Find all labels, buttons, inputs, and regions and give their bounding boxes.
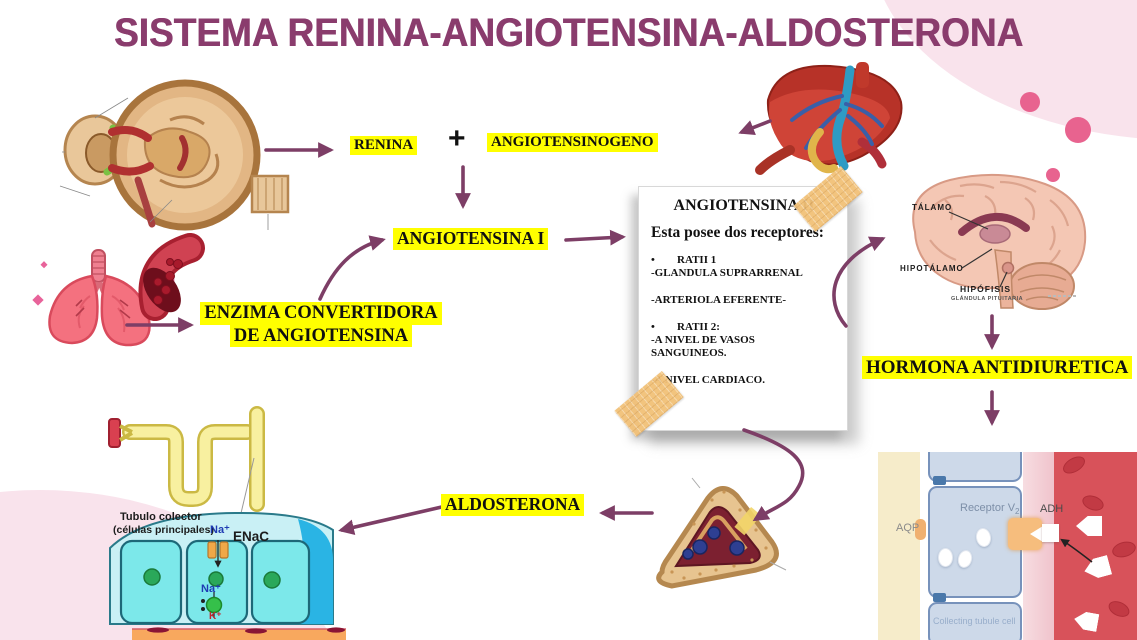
note-item: -GLANDULA SUPRARRENAL (651, 267, 803, 279)
enzima-line1: ENZIMA CONVERTIDORA (200, 302, 442, 325)
adrenal-gland-illustration (656, 477, 787, 589)
v2-receptor-shape (1008, 518, 1043, 550)
aqp-channel (915, 519, 926, 540)
receptor-v2-sub: 2 (1015, 507, 1020, 517)
red-blood-cell (1080, 492, 1106, 514)
red-blood-cell (1106, 598, 1132, 620)
collecting-cell-bottom (928, 602, 1022, 640)
note-subtitle: Esta posee dos receptores: (651, 224, 824, 241)
hormona-antidiuretica-label: HORMONA ANTIDIURETICA (862, 356, 1133, 380)
pink-dot-small (1020, 92, 1040, 112)
enac-label: ENaC (233, 529, 270, 544)
angiotensina-i-label: ANGIOTENSINA I (393, 228, 549, 250)
note-item: -A NIVEL CARDIACO. (651, 374, 765, 386)
lungs-illustration (32, 249, 175, 347)
k-label: K⁺ (209, 611, 222, 622)
plus-sign: + (448, 122, 466, 155)
aldosterona-label: ALDOSTERONA (441, 494, 585, 516)
arrow-aldosterona-to-tubule (338, 504, 448, 536)
blood-vessel-column (1054, 452, 1137, 640)
aqp-label: AQP (896, 522, 920, 534)
receptor-v2-label: Receptor V2 (960, 502, 1019, 516)
liver-illustration (755, 62, 903, 175)
enzima-line2: DE ANGIOTENSINA (229, 324, 413, 348)
note-item: -A NIVEL DE VASOS SANGUINEOS. (651, 333, 755, 360)
hipofisis-label: HIPÓFISIS (960, 284, 1012, 294)
blood-vessel-illustration (138, 233, 205, 321)
adh-molecule (1042, 524, 1059, 542)
note-title: ANGIOTENSINA II (673, 197, 815, 214)
adh-arrow-shape (1076, 516, 1102, 536)
angiotensinogeno-label: ANGIOTENSINOGENO (487, 133, 658, 152)
glandula-pituitaria-label: GLÁNDULA PITUITARIA (951, 296, 1024, 302)
pink-dot-tiny (1046, 168, 1060, 182)
na-top-label: Na⁺ (210, 524, 230, 536)
adh-collecting-tubule-diagram (878, 452, 1137, 640)
tubulo-colector-label-2: (células principales) (113, 524, 214, 536)
page-title: SISTEMA RENINA-ANGIOTENSINA-ALDOSTERONA (113, 10, 1024, 55)
tight-junction (933, 476, 946, 485)
pink-dot-large (1065, 117, 1091, 143)
collecting-tubule-cell-label: Collecting tubule cell (933, 616, 1016, 626)
aquaporin-vesicle (938, 548, 953, 567)
note-bullet-2-label: RATII 2: (677, 320, 720, 333)
note-item: -ARTERIOLA EFERENTE- (651, 293, 786, 306)
angiotensina-ii-note: ANGIOTENSINA II Esta posee dos receptore… (638, 186, 848, 431)
tight-junction (933, 593, 946, 602)
arrow-angiotensina1-to-box (564, 229, 626, 246)
arrow-enzima-to-angiotensina1 (318, 235, 386, 301)
adh-label: ADH (1040, 503, 1064, 515)
arrow-box-to-adrenal (742, 428, 805, 522)
hipotalamo-label: HIPOTÁLAMO (900, 264, 964, 273)
bullet-icon: • (651, 320, 655, 333)
na-bottom-label: Na⁺ (201, 583, 221, 595)
tubulo-colector-label-1: Tubulo colector (120, 511, 202, 523)
enzima-convertidora-label: ENZIMA CONVERTIDORA DE ANGIOTENSINA (196, 302, 446, 348)
note-bullet-1: • RATII 1 (651, 254, 837, 266)
arrow-liver-to-angiotensinogeno (738, 119, 772, 136)
note-bullet-1-label: RATII 1 (677, 254, 717, 266)
bullet-icon: • (651, 254, 655, 266)
kidney-glomerulus-illustration (59, 79, 290, 231)
red-blood-cell (1060, 452, 1088, 478)
note-bullet-2: • RATII 2: (651, 321, 837, 333)
tubule-lumen-column (878, 452, 920, 640)
red-blood-cell (1110, 539, 1137, 560)
renina-label: RENINA (350, 136, 418, 155)
receptor-v2-text: Receptor V (960, 502, 1016, 514)
talamo-label: TÁLAMO (912, 203, 953, 212)
